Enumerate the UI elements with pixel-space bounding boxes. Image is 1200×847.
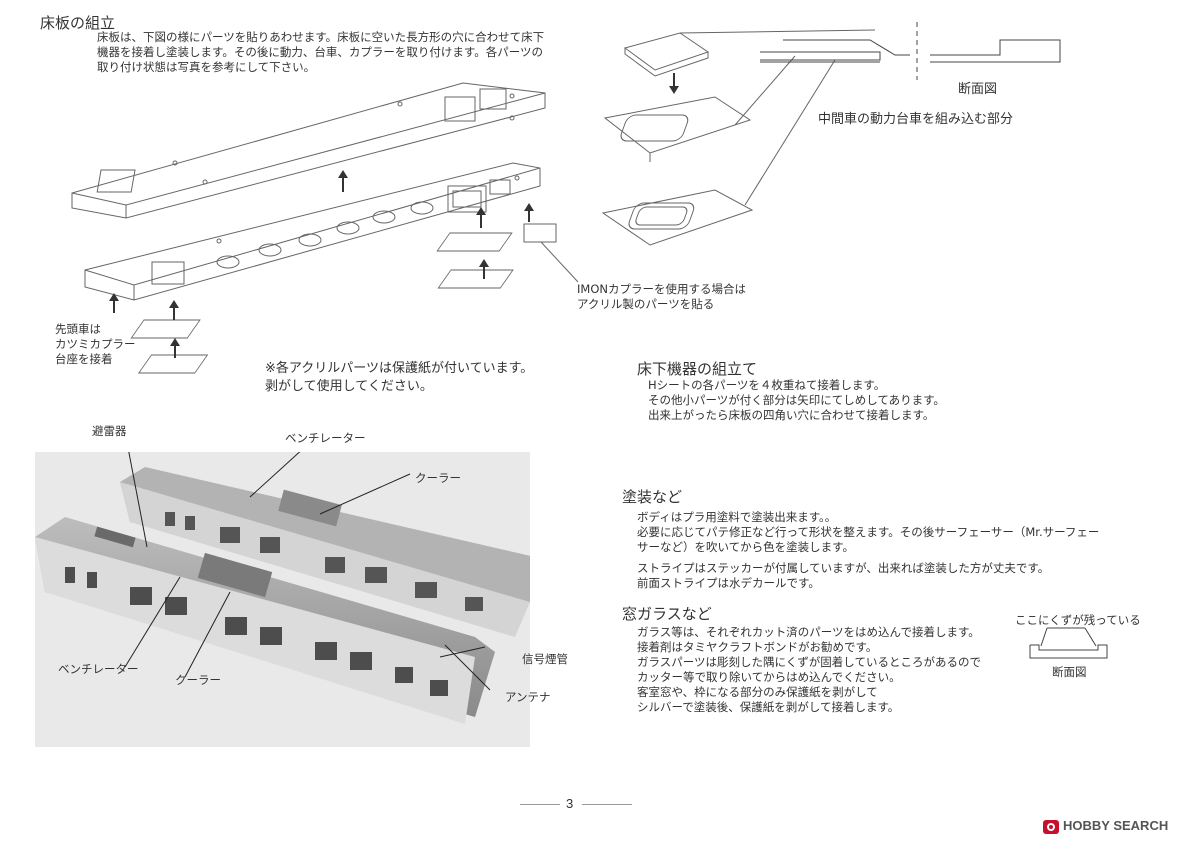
model-photo: [35, 452, 530, 747]
page-rule-left: [520, 804, 560, 805]
acrylic-note: ※各アクリルパーツは保護紙が付いています。 剥がして使用してください。: [265, 360, 533, 396]
painting-line: 前面ストライプは水デカールです。: [637, 576, 820, 590]
underfloor-line: 出来上がったら床板の四角い穴に合わせて接着します。: [648, 408, 935, 422]
floor-plate-upper: [71, 82, 546, 219]
glass-debris-note: ここにくずが残っている: [1015, 613, 1141, 627]
painting-title: 塗装など: [622, 488, 683, 506]
brand-watermark: HOBBY SEARCH: [1043, 818, 1168, 834]
acrylic-line: ※各アクリルパーツは保護紙が付いています。: [265, 361, 534, 376]
painting-line: ボディはプラ用塗料で塗装出来ます。。: [637, 510, 837, 524]
lead-car-line: 先頭車は: [55, 322, 101, 336]
label-cooler-bottom: クーラー: [175, 673, 221, 687]
glass-line: カッター等で取り除いてからはめ込んでください。: [637, 670, 901, 684]
painting-line: サーなど）を吹いてから色を塗装します。: [637, 540, 855, 554]
glass-body-1: ガラス等は、それぞれカット済のパーツをはめ込んで接着します。 接着剤はタミヤクラ…: [637, 625, 981, 685]
lead-car-line: カツミカプラー: [55, 337, 136, 351]
label-signal-horn: 信号煙管: [522, 652, 568, 666]
label-antenna: アンテナ: [505, 690, 551, 704]
glass-line: ガラスパーツは彫刻した隅にくずが固着しているところがあるので: [637, 655, 981, 669]
underfloor-line: その他小パーツが付く部分は矢印にてしめしてあります。: [648, 393, 945, 407]
painting-body-1: ボディはプラ用塗料で塗装出来ます。。 必要に応じてパテ修正など行って形状を整えま…: [637, 510, 1099, 555]
label-ventilator-bottom: ベンチレーター: [58, 662, 139, 676]
label-cooler-top: クーラー: [415, 471, 461, 485]
label-ventilator-top: ベンチレーター: [285, 431, 366, 445]
lead-car-line: 台座を接着: [55, 352, 113, 366]
section-label: 断面図: [958, 82, 998, 97]
photo-leader-lines: [124, 452, 491, 691]
floor-body-line: 床板は、下図の様にパーツを貼りあわせます。床板に空いた長方形の穴に合わせて床下: [97, 30, 545, 44]
section-diagram: [760, 22, 1061, 80]
glass-line: 客室窓や、枠になる部分のみ保護紙を剥がして: [637, 685, 878, 699]
floor-body-line: 機器を接着し塗装します。その後に動力、台車、カプラーを取り付けます。各パーツの: [97, 45, 543, 59]
model-train-illustration: [35, 467, 530, 724]
page-number: 3: [566, 796, 574, 811]
glass-line: ガラス等は、それぞれカット済のパーツをはめ込んで接着します。: [637, 625, 980, 639]
hobby-search-logo-icon: [1043, 819, 1059, 834]
acrylic-line: 剥がして使用してください。: [265, 379, 433, 394]
arrows: [113, 73, 675, 358]
power-bogie-plates: [601, 32, 754, 246]
label-lightning-arrester: 避雷器: [92, 424, 127, 438]
imon-line: IMONカプラーを使用する場合は: [577, 282, 746, 296]
floor-body-line: 取り付け状態は写真を参考にして下さい。: [97, 60, 316, 74]
glass-title: 窓ガラスなど: [622, 605, 712, 623]
bogie-mount-parts: [130, 223, 557, 374]
painting-line: 必要に応じてパテ修正など行って形状を整えます。その後サーフェーサー（Mr.サーフ…: [637, 525, 1100, 539]
imon-line: アクリル製のパーツを貼る: [577, 297, 715, 311]
glass-section-label: 断面図: [1052, 665, 1087, 679]
glass-line: シルバーで塗装後、保護紙を剥がして接着します。: [637, 700, 900, 714]
floor-plate-lower: [84, 162, 541, 301]
painting-line: ストライプはステッカーが付属していますが、出来れば塗装した方が丈夫です。: [637, 561, 1050, 575]
glass-body-2: 客室窓や、枠になる部分のみ保護紙を剥がして シルバーで塗装後、保護紙を剥がして接…: [637, 685, 899, 715]
middle-car-label: 中間車の動力台車を組み込む部分: [818, 112, 1014, 127]
imon-note: IMONカプラーを使用する場合は アクリル製のパーツを貼る: [577, 282, 746, 312]
floor-body: 床板は、下図の様にパーツを貼りあわせます。床板に空いた長方形の穴に合わせて床下 …: [97, 30, 544, 75]
page-rule-right: [582, 804, 632, 805]
floor-title: 床板の組立: [40, 14, 116, 32]
lead-car-note: 先頭車は カツミカプラー 台座を接着: [55, 322, 136, 367]
painting-body-2: ストライプはステッカーが付属していますが、出来れば塗装した方が丈夫です。 前面ス…: [637, 561, 1049, 591]
underfloor-title: 床下機器の組立て: [637, 360, 758, 378]
glass-line: 接着剤はタミヤクラフトボンドがお勧めです。: [637, 640, 878, 654]
underfloor-line: Hシートの各パーツを４枚重ねて接着します。: [648, 378, 886, 392]
underfloor-body: Hシートの各パーツを４枚重ねて接着します。 その他小パーツが付く部分は矢印にてし…: [648, 378, 945, 423]
brand-text: HOBBY SEARCH: [1063, 818, 1169, 833]
glass-section-diagram: [1029, 627, 1108, 659]
